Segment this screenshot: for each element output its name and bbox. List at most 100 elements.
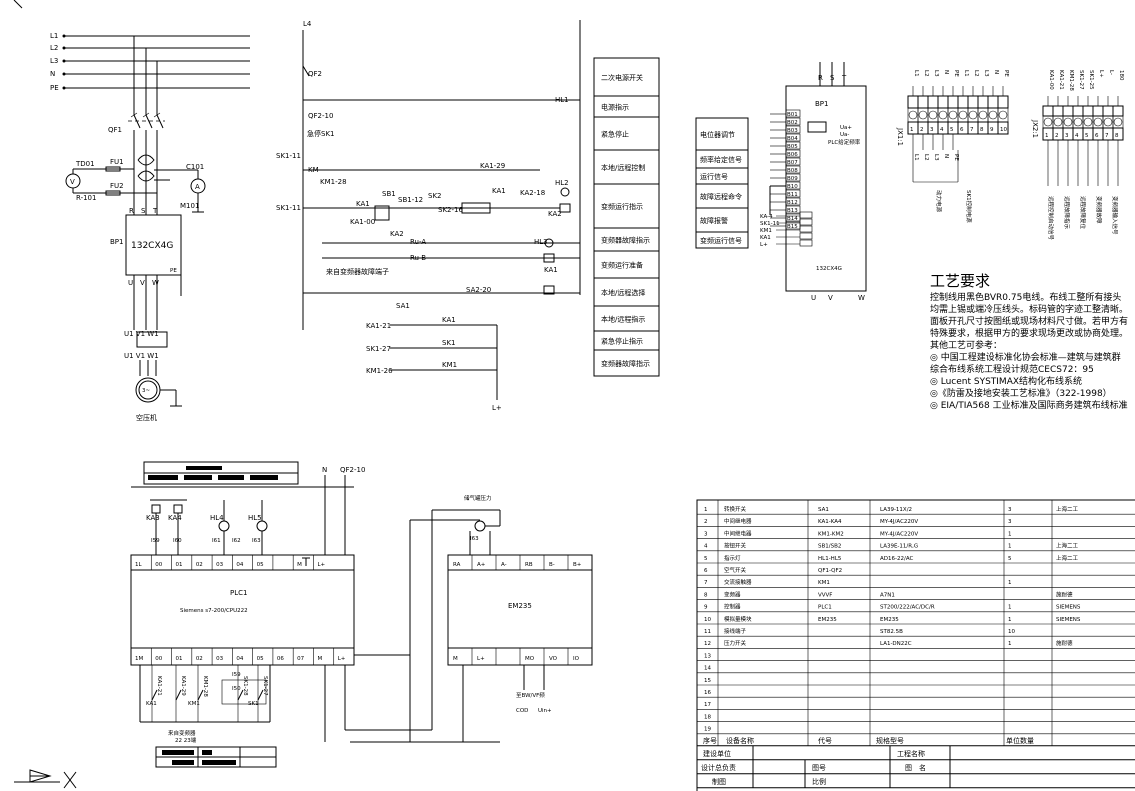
- title-scale: 比例: [812, 777, 826, 786]
- terminal-row-1: U1 V1 W1: [124, 330, 159, 338]
- inverter-input-t: T: [152, 207, 158, 215]
- io-bottom-pin-v: V: [828, 294, 833, 302]
- fault-source-label: 来自变频器故障端子: [326, 267, 389, 276]
- bom-cell-code: HL1-HL5: [818, 556, 842, 562]
- jx1-number: 8: [980, 127, 984, 133]
- bom-cell-no: 5: [704, 556, 708, 562]
- em235-bottom-pin: IO: [573, 656, 580, 662]
- inverter-tag: BP1: [110, 238, 123, 246]
- jx2-top-label: SK1-27: [1078, 70, 1084, 90]
- jx2-number: 3: [1065, 133, 1069, 139]
- plc-io-number-4: I63: [252, 538, 261, 544]
- contact-ka1-00: KA1-00: [350, 218, 375, 226]
- jx2-number: 7: [1105, 133, 1109, 139]
- bom-cell-name: 交流接触器: [724, 578, 752, 586]
- jx1-number: 2: [920, 127, 924, 133]
- io-pin: B07: [787, 160, 798, 166]
- bom-cell-note: 上海二工: [1056, 554, 1079, 562]
- em235-top-pin: RB: [525, 562, 533, 568]
- jx2-top-label: L+: [1098, 70, 1104, 78]
- jx1-number: 7: [970, 127, 974, 133]
- plc-bottom-number-i59: I59: [232, 672, 241, 678]
- jx1-top-label: L1: [963, 70, 969, 77]
- plc-name: PLC1: [230, 589, 247, 597]
- jx1-number: 3: [930, 127, 934, 133]
- io-pin: B10: [787, 184, 798, 190]
- bom-cell-note: 施耐德: [1056, 639, 1073, 647]
- jx2-top-label: KA1-00: [1048, 70, 1054, 90]
- title-drawn: 制图: [712, 777, 726, 786]
- bom-cell-qty: 1: [1008, 580, 1012, 586]
- function-item: 变频器故障指示: [601, 236, 650, 245]
- bom-cell-note: 施耐德: [1056, 590, 1073, 598]
- plc-top-pin: 02: [196, 562, 203, 568]
- plc-io-number-1: I60: [173, 538, 182, 544]
- contact-ka1: KA1: [492, 187, 506, 195]
- bom-cell-no: 4: [704, 544, 708, 550]
- io-pin: B03: [787, 128, 798, 134]
- bom-cell-model: EM235: [880, 617, 899, 623]
- io-pin: B15: [787, 224, 798, 230]
- plc-bottom-label-ka1: KA1: [146, 701, 157, 707]
- io-pin: B12: [787, 200, 798, 206]
- bom-cell-no: 7: [704, 580, 708, 586]
- bom-cell-qty: 5: [1008, 556, 1012, 562]
- jx2-top-label: KM1-28: [1068, 70, 1074, 91]
- plc-bottom-label-sk1: SK1: [248, 701, 259, 707]
- bom-cell-name: 中间继电器: [724, 517, 752, 525]
- contact-sk1-27: SK1-27: [366, 345, 391, 353]
- jx1-top-label: L2: [923, 70, 929, 77]
- jx1-bottom-label: N: [943, 154, 949, 158]
- plc-io-number-3: I62: [232, 538, 241, 544]
- phase-label-l1: L1: [50, 32, 58, 40]
- bom-cell-model: ST82.5B: [880, 629, 903, 635]
- bom-cell-qty: 1: [1008, 605, 1012, 611]
- bom-header-qty: 单位数量: [1006, 736, 1034, 745]
- breaker-qf2: QF2: [308, 70, 322, 78]
- em235-bottom-pin: L+: [477, 656, 485, 662]
- jx1-number: 5: [950, 127, 954, 133]
- bom-cell-name: 模拟量模块: [724, 615, 752, 623]
- plc-top-pin: 05: [257, 562, 264, 568]
- plc-bottom-contact: KA1-29: [180, 676, 186, 696]
- bom-cell-qty: 1: [1008, 641, 1012, 647]
- bom-cell-code: PLC1: [818, 605, 832, 611]
- io-bottom-pin: KA1: [760, 235, 771, 241]
- jx2-number: 1: [1045, 133, 1049, 139]
- bom-cell-no: 12: [704, 641, 711, 647]
- bom-cell-name: 按钮开关: [724, 542, 747, 550]
- contact-km1c: KM1: [442, 361, 457, 369]
- jx1-top-label: PE: [1003, 70, 1009, 77]
- em-out-label: 至BW/VF频: [516, 691, 545, 699]
- jx1-top-label: PE: [953, 70, 959, 77]
- plc-top-label-hl4: HL4: [210, 514, 224, 522]
- em235-top-pin: RA: [453, 562, 461, 568]
- bom-cell-code: KM1: [818, 580, 830, 586]
- plc-box: [130, 554, 355, 666]
- bom-cell-model: LA1-DN22C: [880, 641, 912, 647]
- bom-cell-no: 18: [704, 714, 711, 720]
- phase-label-l2: L2: [50, 44, 58, 52]
- jx1-top-label: L3: [933, 70, 939, 77]
- plc-bottom-pin: 1M: [135, 656, 143, 662]
- contact-ka2-18: KA2-18: [520, 189, 545, 197]
- coil-ka2: KA2: [390, 230, 404, 238]
- em235-bottom-pin: M: [453, 656, 458, 662]
- jx2-top-label: L-: [1108, 70, 1114, 75]
- bom-cell-qty: 10: [1008, 629, 1015, 635]
- bom-cell-note: SIEMENS: [1056, 605, 1081, 611]
- function-item: 二次电源开关: [601, 73, 643, 82]
- requirements-body: 控制线用黑色BVR0.75电线。布线工整所有接头均需上锡或端冷压线头。标码管的字…: [930, 292, 1128, 412]
- drawing-marks: [13, 0, 581, 789]
- jx2-number: 8: [1115, 133, 1119, 139]
- jx1-bottom-label: L1: [913, 154, 919, 161]
- em235-top-pin: A-: [501, 562, 507, 568]
- motor-label: 空压机: [136, 413, 157, 422]
- plc-bottom-pin: 01: [176, 656, 183, 662]
- plc-bottom-pin: 05: [257, 656, 264, 662]
- function-item: 本地/远程指示: [601, 315, 645, 324]
- contact-sk1-11b: SK1-11: [276, 204, 301, 212]
- bom-cell-name: 中间继电器: [724, 529, 752, 537]
- io-r-label-2: Ua-: [840, 132, 849, 138]
- bom-header-no: 序号: [703, 736, 717, 745]
